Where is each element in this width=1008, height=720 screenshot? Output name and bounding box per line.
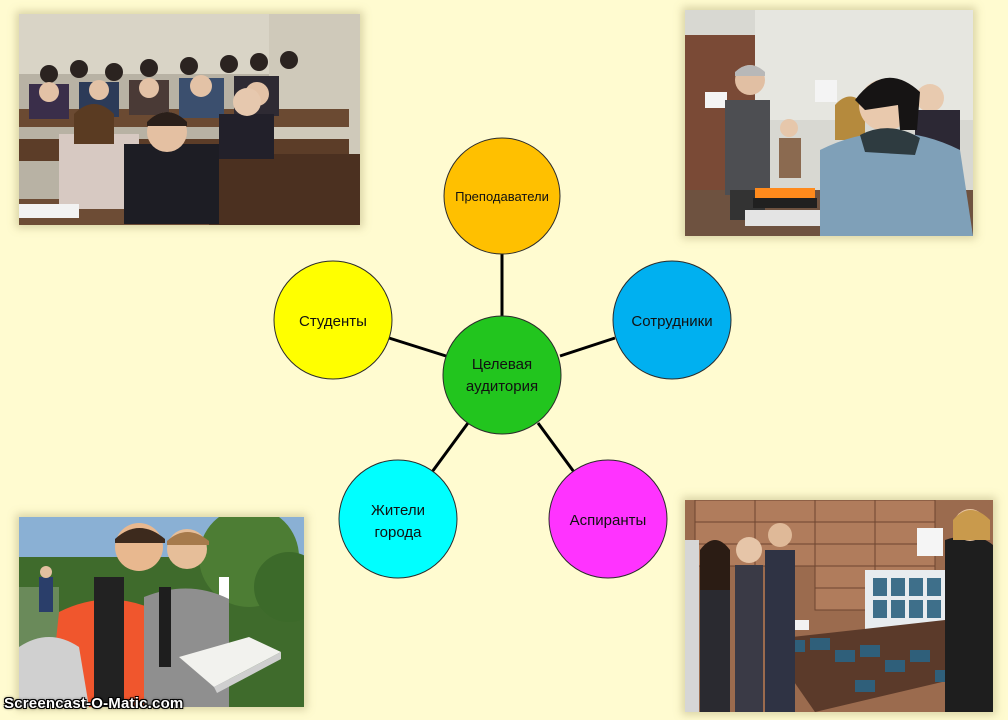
node-students-label: Студенты (299, 313, 367, 330)
classroom-students-photo (19, 14, 360, 225)
node-center-circle (442, 315, 562, 435)
node-teachers-label: Преподаватели (455, 189, 549, 204)
node-postgrads-label: Аспиранты (570, 512, 647, 529)
node-residents-label-line1: Жители (371, 502, 425, 519)
node-residents-circle (338, 459, 458, 579)
lecturer-seminar-photo (685, 10, 973, 236)
node-center-label-line1: Целевая (472, 356, 532, 373)
connector-staff (559, 336, 616, 358)
node-center-label-line2: аудитория (466, 378, 538, 395)
node-postgrads: Аспиранты (548, 459, 668, 579)
node-students-circle (273, 260, 393, 380)
node-staff: Сотрудники (612, 260, 732, 380)
node-teachers-circle (443, 137, 561, 255)
library-exhibition-photo (685, 500, 993, 712)
node-center: Целевая аудитория (442, 315, 562, 435)
students-reading-outdoors-photo (19, 517, 304, 707)
screencast-watermark: Screencast-O-Matic.com (4, 695, 184, 712)
node-residents: Жители города (338, 459, 458, 579)
node-staff-circle (612, 260, 732, 380)
node-staff-label: Сотрудники (631, 313, 712, 330)
node-residents-label-line2: города (375, 524, 423, 541)
node-postgrads-circle (548, 459, 668, 579)
connector-students (388, 336, 447, 358)
node-students: Студенты (273, 260, 393, 380)
connector-residents (430, 422, 470, 473)
connector-postgrads (536, 422, 576, 473)
node-teachers: Преподаватели (443, 137, 561, 255)
